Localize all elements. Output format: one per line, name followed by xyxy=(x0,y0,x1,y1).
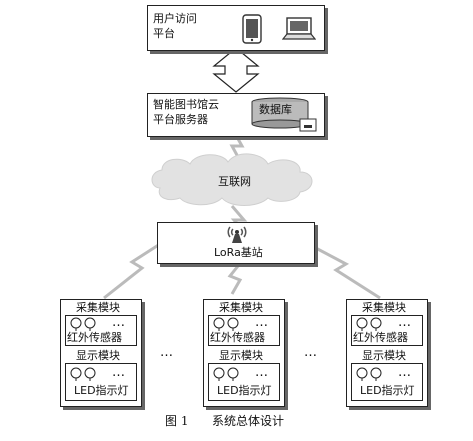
cloud-server-line2: 平台服务器 xyxy=(153,113,208,126)
sensor-label: 红外传感器 xyxy=(210,331,265,344)
database-icon xyxy=(251,97,317,132)
led-panel: … LED指示灯 xyxy=(351,363,423,401)
led-more-dots: … xyxy=(255,365,270,380)
led-icon xyxy=(70,367,96,381)
terminal-module-1: 采集模块 … 红外传感器 显示模块 … LED指示灯 xyxy=(60,299,142,407)
collect-module-label: 采集模块 xyxy=(362,301,406,314)
sensor-icon xyxy=(356,317,382,331)
user-platform-box: 用户访问 平台 xyxy=(147,5,325,51)
sensor-label: 红外传感器 xyxy=(67,331,122,344)
led-label: LED指示灯 xyxy=(360,384,415,397)
antenna-icon xyxy=(227,226,247,243)
tablet-icon xyxy=(242,14,262,44)
sensor-panel: … 红外传感器 xyxy=(65,315,137,346)
database-label: 数据库 xyxy=(259,103,292,116)
sensor-icon xyxy=(213,317,239,331)
led-panel: … LED指示灯 xyxy=(208,363,280,401)
led-more-dots: … xyxy=(398,365,413,380)
lightning-lora-middle-icon xyxy=(227,265,243,295)
led-more-dots: … xyxy=(112,365,127,380)
led-label: LED指示灯 xyxy=(217,384,272,397)
sensor-more-dots: … xyxy=(255,315,270,330)
lightning-lora-right-icon xyxy=(311,244,381,300)
figure-caption: 系统总体设计 xyxy=(212,414,285,428)
double-arrow-icon xyxy=(212,47,260,93)
led-icon xyxy=(213,367,239,381)
lora-station-label: LoRa基站 xyxy=(214,246,263,259)
terminal-module-3: 采集模块 … 红外传感器 显示模块 … LED指示灯 xyxy=(346,299,428,407)
figure-number: 图 1 xyxy=(165,414,189,428)
sensor-label: 红外传感器 xyxy=(353,331,408,344)
cloud-server-box: 智能图书馆云 平台服务器 数据库 xyxy=(147,93,325,137)
internet-label: 互联网 xyxy=(218,175,251,188)
sensor-panel: … 红外传感器 xyxy=(208,315,280,346)
led-panel: … LED指示灯 xyxy=(65,363,137,401)
user-platform-line2: 平台 xyxy=(153,27,175,40)
sensor-icon xyxy=(70,317,96,331)
laptop-icon xyxy=(282,17,316,40)
collect-module-label: 采集模块 xyxy=(219,301,263,314)
sensor-panel: … 红外传感器 xyxy=(351,315,423,346)
terminal-module-2: 采集模块 … 红外传感器 显示模块 … LED指示灯 xyxy=(203,299,285,407)
lightning-lora-left-icon xyxy=(103,242,161,300)
sensor-more-dots: … xyxy=(112,315,127,330)
display-module-label: 显示模块 xyxy=(76,349,120,362)
led-icon xyxy=(356,367,382,381)
lora-station-box: LoRa基站 xyxy=(157,222,315,264)
user-platform-line1: 用户访问 xyxy=(153,12,197,25)
led-label: LED指示灯 xyxy=(74,384,129,397)
cloud-server-line1: 智能图书馆云 xyxy=(153,98,219,111)
cloud-icon xyxy=(151,153,313,206)
sensor-more-dots: … xyxy=(398,315,413,330)
display-module-label: 显示模块 xyxy=(219,349,263,362)
ellipsis-left: … xyxy=(160,345,175,360)
collect-module-label: 采集模块 xyxy=(76,301,120,314)
ellipsis-right: … xyxy=(304,345,319,360)
display-module-label: 显示模块 xyxy=(362,349,406,362)
